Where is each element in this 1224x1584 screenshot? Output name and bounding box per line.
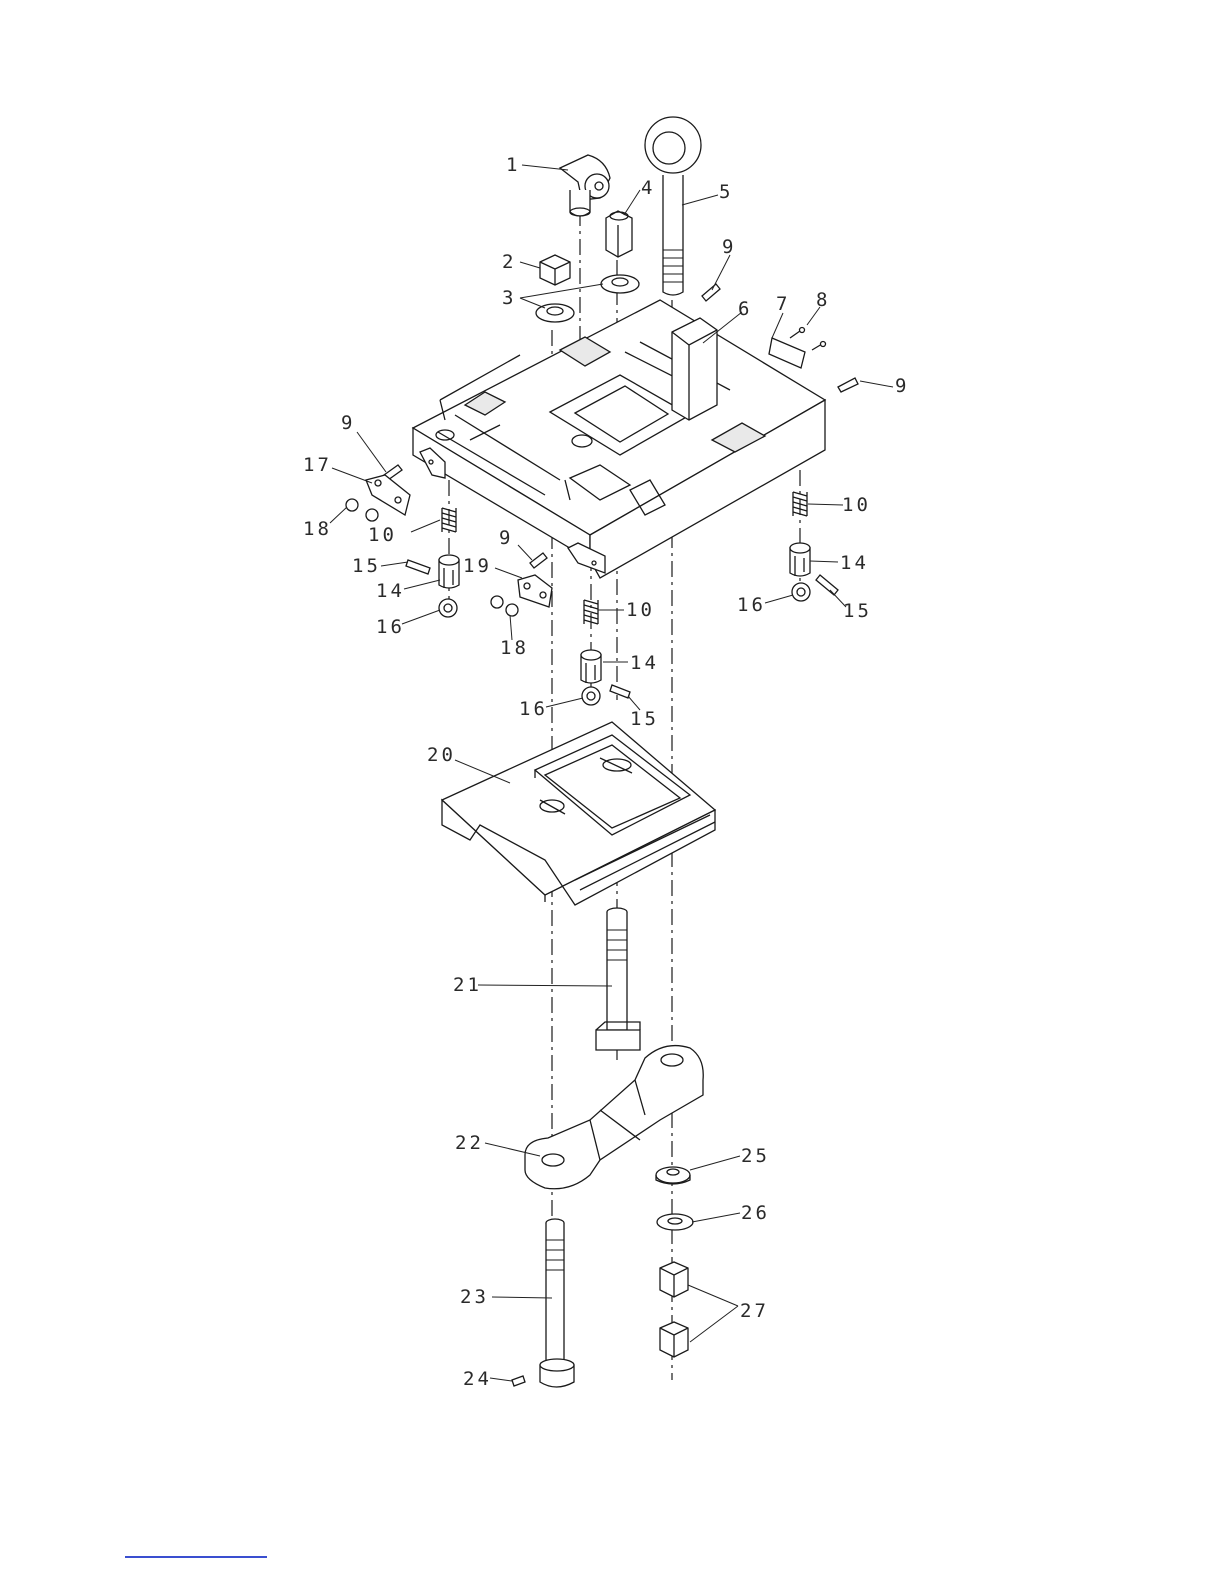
- part-24-set-screw: [512, 1376, 525, 1386]
- callout-15: 15: [630, 708, 659, 730]
- callout-27: 27: [740, 1300, 769, 1322]
- callout-1: 1: [506, 154, 520, 176]
- callout-10: 10: [626, 599, 655, 621]
- callout-14: 14: [630, 652, 659, 674]
- callout-9: 9: [722, 236, 736, 258]
- callout-23: 23: [460, 1286, 489, 1308]
- callout-25: 25: [741, 1145, 770, 1167]
- callout-10: 10: [368, 524, 397, 546]
- callout-9: 9: [499, 527, 513, 549]
- part-1-tee-handle: [560, 155, 610, 216]
- callout-14: 14: [376, 580, 405, 602]
- part-27-hex-nuts: [660, 1262, 688, 1357]
- part-26-washer: [657, 1214, 693, 1230]
- callout-10: 10: [842, 494, 871, 516]
- callout-4: 4: [641, 177, 655, 199]
- callout-16: 16: [737, 594, 766, 616]
- callout-17: 17: [303, 454, 332, 476]
- part-20-slide: [442, 722, 715, 905]
- callout-5: 5: [719, 181, 733, 203]
- part-2-hex-nut: [540, 255, 570, 285]
- part-25-washer: [656, 1167, 690, 1184]
- callout-9: 9: [341, 412, 355, 434]
- callout-21: 21: [453, 974, 482, 996]
- part-15-pins: [406, 560, 838, 698]
- part-8-screws: [790, 328, 826, 351]
- callout-6: 6: [738, 298, 752, 320]
- callout-26: 26: [741, 1202, 770, 1224]
- part-19-bracket: [518, 575, 552, 607]
- callout-18: 18: [303, 518, 332, 540]
- part-6-main-table: [413, 300, 825, 578]
- callout-18: 18: [500, 637, 529, 659]
- part-21-t-bolt: [596, 908, 640, 1050]
- callout-9: 9: [895, 375, 909, 397]
- part-4-sleeve-nut: [606, 211, 632, 257]
- part-5-eye-bolt: [645, 117, 701, 295]
- callout-3: 3: [502, 287, 516, 309]
- callout-16: 16: [376, 616, 405, 638]
- callout-19: 19: [463, 555, 492, 577]
- callout-7: 7: [776, 293, 790, 315]
- callout-20: 20: [427, 744, 456, 766]
- callout-8: 8: [816, 289, 830, 311]
- callout-24: 24: [463, 1368, 492, 1390]
- callout-14: 14: [840, 552, 869, 574]
- callout-15: 15: [352, 555, 381, 577]
- callout-2: 2: [502, 251, 516, 273]
- callout-15: 15: [843, 600, 872, 622]
- callout-22: 22: [455, 1132, 484, 1154]
- footer-link-underline[interactable]: [125, 1556, 267, 1558]
- part-7-plate: [769, 338, 805, 368]
- part-23-bolt: [540, 1219, 574, 1387]
- callout-16: 16: [519, 698, 548, 720]
